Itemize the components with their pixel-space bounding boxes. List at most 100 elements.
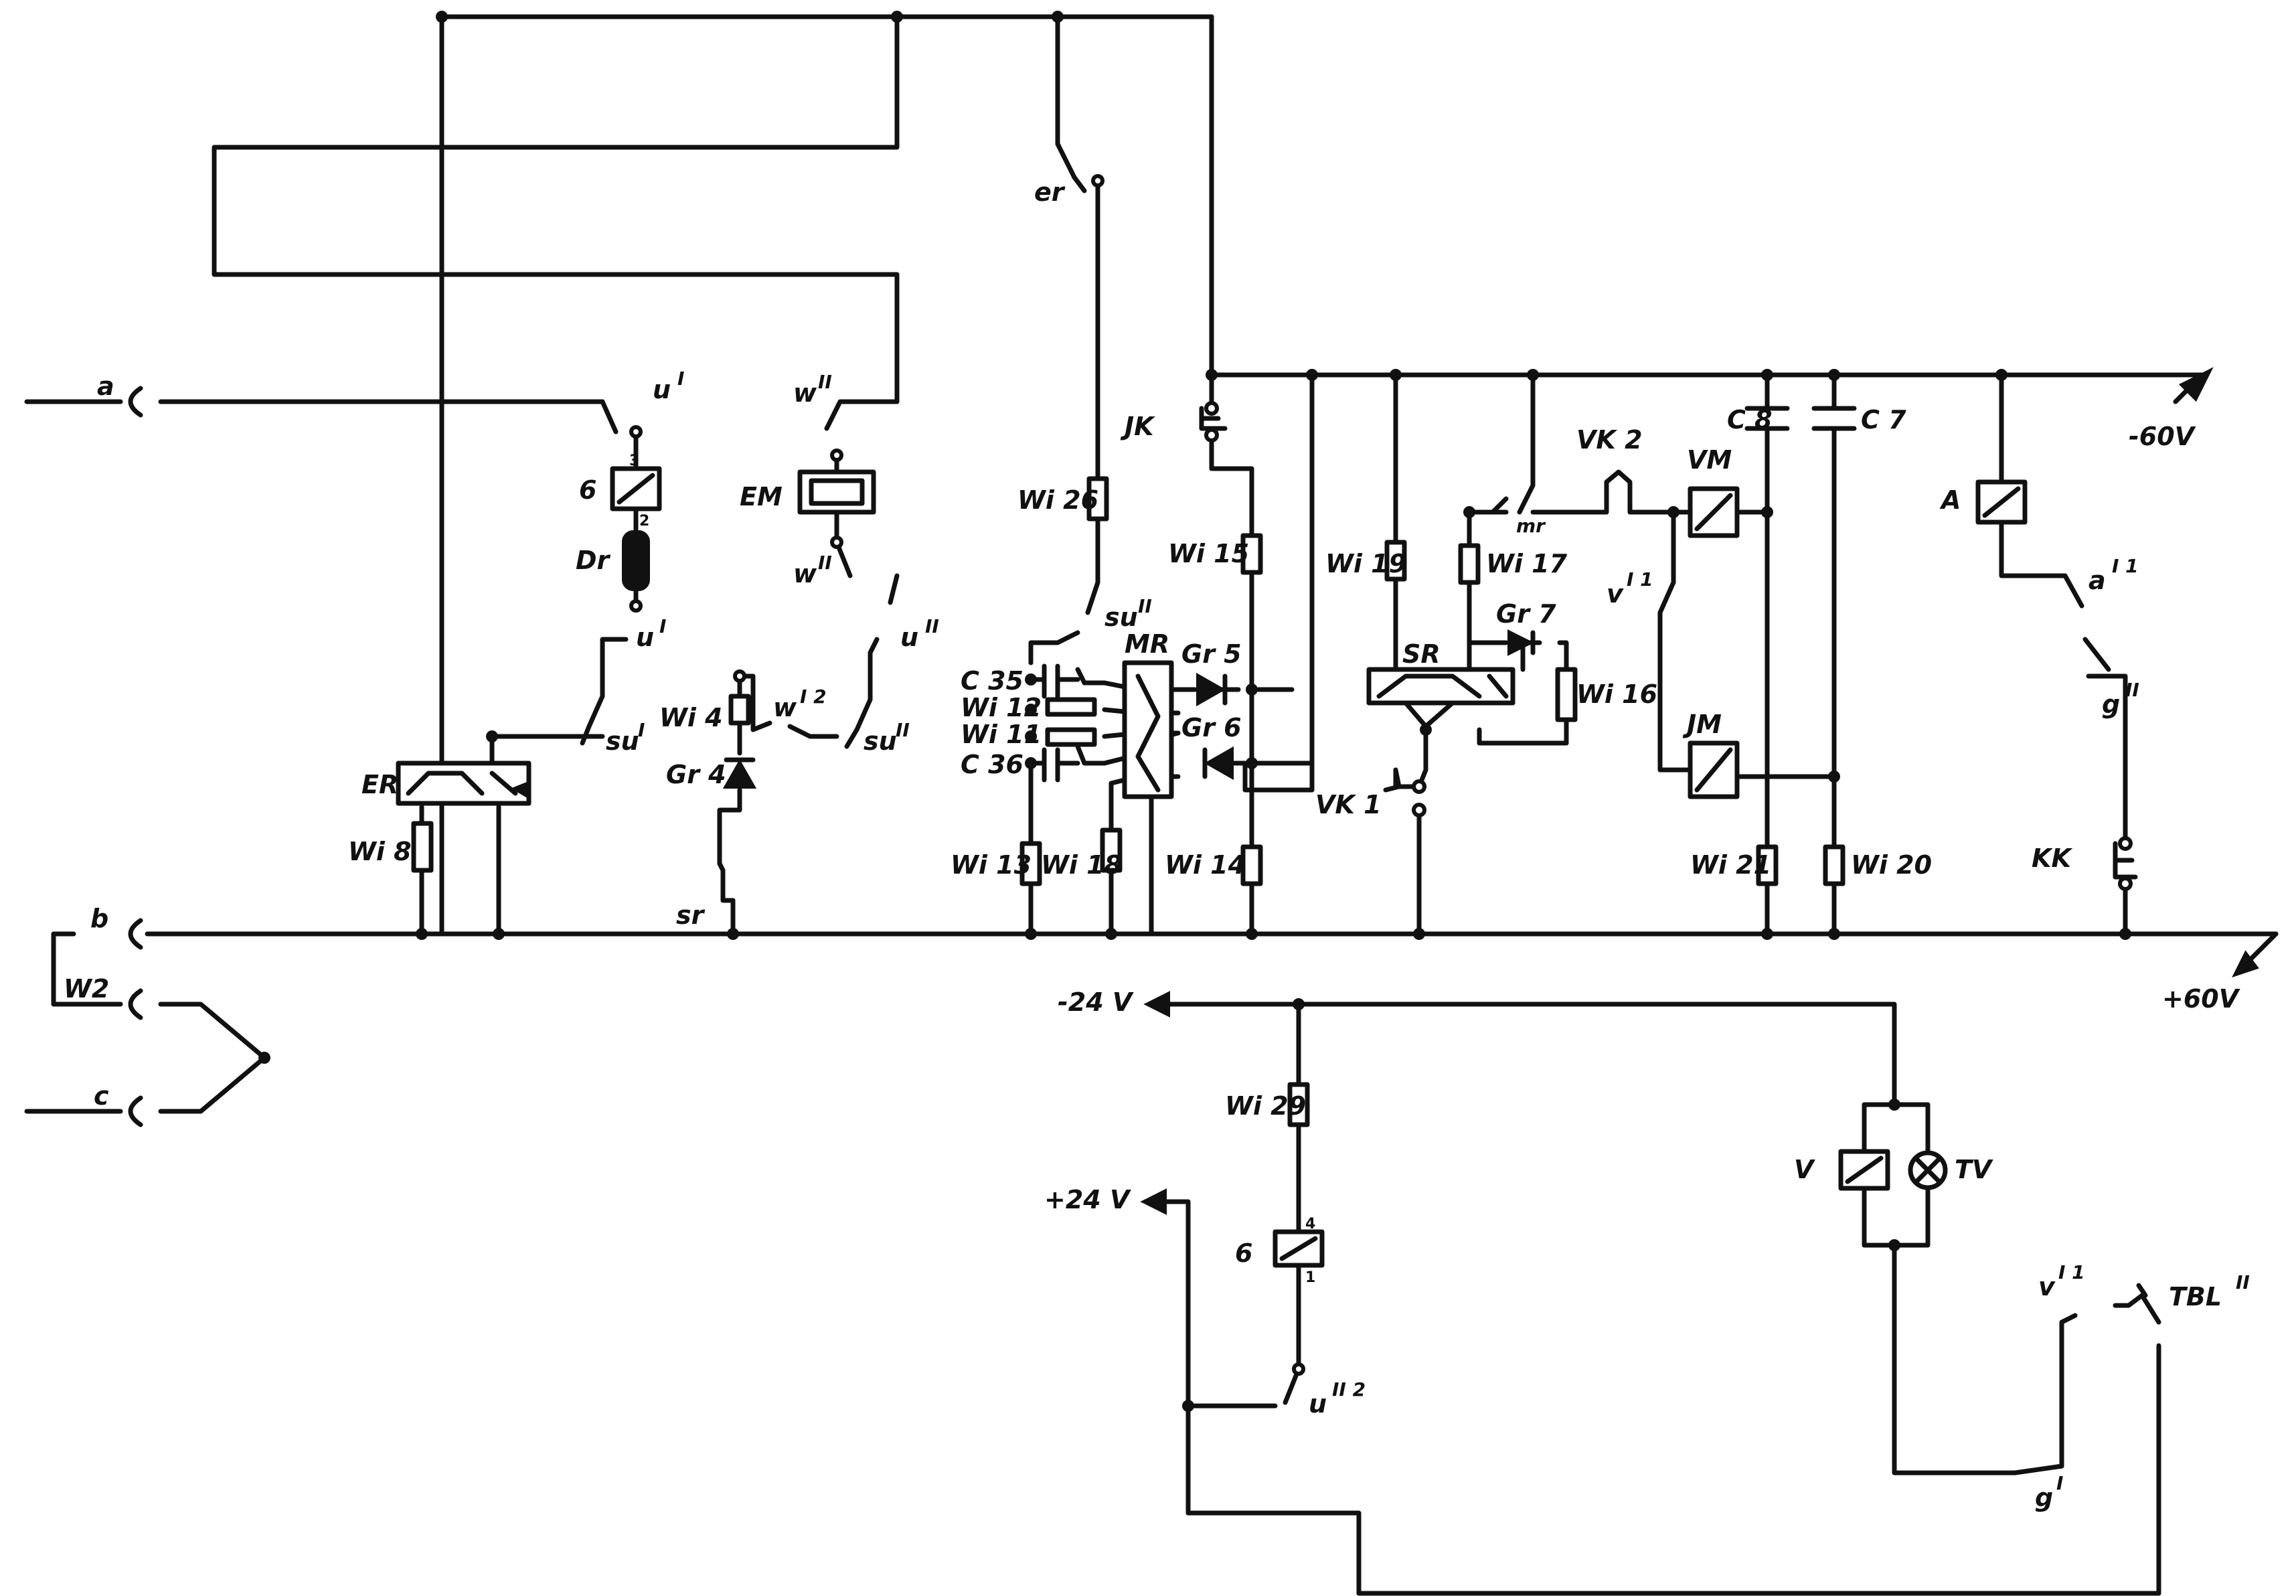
svg-text:3: 3 — [629, 453, 639, 469]
relay-vm-coil: VM — [1687, 445, 1740, 538]
relay-u2-coil: 6 4 1 — [1235, 1216, 1325, 1286]
resistor-wi17: Wi 17 — [1458, 543, 1568, 585]
svg-text:II: II — [896, 719, 910, 741]
svg-text:C 35: C 35 — [961, 666, 1023, 696]
svg-text:II: II — [1138, 595, 1152, 617]
terminal-b: b — [90, 904, 143, 950]
resistor-wi29: Wi 29 — [1225, 1082, 1310, 1127]
svg-text:sr: sr — [676, 900, 706, 930]
diode-gr5: Gr 5 — [1181, 639, 1242, 707]
svg-text:C 7: C 7 — [1861, 405, 1906, 434]
relay-v-coil: V — [1794, 1149, 1890, 1191]
svg-text:w: w — [793, 559, 817, 588]
supply-pos60: +60V — [2162, 931, 2279, 1014]
svg-text:-60V: -60V — [2129, 422, 2196, 451]
svg-text:VK 2: VK 2 — [1576, 425, 1643, 455]
svg-text:Dr: Dr — [576, 546, 611, 575]
capacitor-c35: C 35 — [961, 663, 1080, 699]
key-vk2: VK 2 — [1576, 425, 1643, 501]
key-vk1: VK 1 — [1315, 767, 1426, 819]
svg-text:Wi 21: Wi 21 — [1690, 850, 1771, 880]
svg-text:VK 1: VK 1 — [1315, 790, 1382, 819]
svg-text:II: II — [818, 552, 832, 574]
supply-pos24: +24 V — [1044, 1185, 1167, 1215]
svg-text:TBL: TBL — [2169, 1282, 2222, 1311]
svg-text:I: I — [638, 719, 645, 741]
svg-text:+60V: +60V — [2162, 984, 2240, 1014]
resistor-wi14: Wi 14 — [1165, 844, 1263, 886]
svg-text:u: u — [900, 623, 918, 652]
relay-a-coil: A — [1939, 479, 2028, 525]
svg-text:b: b — [90, 904, 108, 933]
svg-text:Wi 20: Wi 20 — [1851, 850, 1932, 880]
svg-text:u: u — [1309, 1389, 1327, 1419]
svg-text:Gr 7: Gr 7 — [1496, 599, 1556, 629]
svg-text:JM: JM — [1682, 710, 1722, 739]
terminal-a: a — [97, 372, 143, 418]
svg-text:SR: SR — [1402, 639, 1441, 669]
svg-text:-24 V: -24 V — [1058, 987, 1134, 1017]
svg-text:I: I — [659, 615, 666, 637]
svg-text:VM: VM — [1687, 445, 1732, 475]
svg-text:I 1: I 1 — [2058, 1261, 2085, 1283]
svg-text:+24 V: +24 V — [1044, 1185, 1131, 1214]
wiring — [24, 14, 2279, 1596]
capacitor-c7: C 7 — [1811, 405, 1906, 434]
choke-dr: Dr — [576, 530, 650, 591]
svg-text:6: 6 — [1235, 1239, 1252, 1268]
terminal-c: c — [94, 1081, 143, 1127]
svg-text:ER: ER — [361, 770, 398, 799]
svg-text:II: II — [2125, 679, 2139, 701]
svg-text:w: w — [773, 693, 797, 722]
svg-text:g: g — [2102, 690, 2120, 719]
resistor-wi19: Wi 19 — [1325, 540, 1407, 582]
resistor-wi15: Wi 15 — [1168, 533, 1263, 575]
resistor-wi11: Wi 11 — [961, 720, 1097, 749]
svg-text:4: 4 — [1305, 1216, 1315, 1232]
svg-text:v: v — [1607, 579, 1624, 609]
svg-text:I: I — [677, 368, 684, 390]
svg-text:Wi 18: Wi 18 — [1041, 850, 1122, 880]
svg-text:Gr 5: Gr 5 — [1181, 639, 1242, 669]
svg-text:a: a — [97, 372, 114, 401]
lamp-tv: TV — [1908, 1150, 1993, 1190]
svg-text:W2: W2 — [64, 974, 109, 1004]
svg-text:I 1: I 1 — [2112, 555, 2139, 577]
svg-text:C 8: C 8 — [1727, 405, 1773, 434]
resistor-wi18: Wi 18 — [1041, 827, 1123, 880]
svg-text:A: A — [1939, 485, 1961, 515]
svg-text:Wi 19: Wi 19 — [1325, 549, 1406, 578]
key-kk: KK — [2032, 836, 2138, 891]
bridge-sr: SR — [1366, 639, 1515, 729]
svg-text:c: c — [94, 1081, 109, 1111]
svg-text:Wi 17: Wi 17 — [1486, 549, 1568, 578]
svg-text:mr: mr — [1516, 515, 1546, 537]
svg-text:I 1: I 1 — [1627, 568, 1653, 590]
bridge-mr: MR — [1122, 629, 1174, 799]
svg-text:Wi 14: Wi 14 — [1165, 850, 1246, 880]
svg-text:JK: JK — [1120, 412, 1155, 441]
resistor-wi26: Wi 26 — [1017, 476, 1109, 522]
supply-neg24: -24 V — [1058, 987, 1170, 1018]
svg-text:Wi 8: Wi 8 — [348, 837, 412, 866]
svg-text:u: u — [636, 623, 654, 652]
svg-text:II: II — [2236, 1271, 2250, 1293]
svg-text:2: 2 — [639, 513, 649, 530]
svg-text:w: w — [793, 378, 817, 408]
svg-text:a: a — [2088, 566, 2106, 595]
junctions — [258, 11, 2131, 1412]
svg-text:er: er — [1034, 177, 1066, 207]
svg-text:II 2: II 2 — [1332, 1378, 1366, 1401]
svg-text:v: v — [2038, 1272, 2056, 1301]
svg-text:g: g — [2035, 1483, 2053, 1512]
key-tbl: TBL II — [2136, 1271, 2250, 1311]
svg-text:V: V — [1794, 1155, 1815, 1184]
relay-jm-coil: JM — [1682, 710, 1740, 799]
contact-labels: u I w II w II u I u II su I su II w I 2 … — [606, 177, 2139, 1512]
svg-text:KK: KK — [2032, 844, 2072, 873]
svg-text:u: u — [653, 375, 671, 404]
svg-text:Wi 26: Wi 26 — [1017, 485, 1098, 515]
bridge-er: ER — [361, 734, 531, 806]
svg-text:C 36: C 36 — [961, 750, 1023, 779]
